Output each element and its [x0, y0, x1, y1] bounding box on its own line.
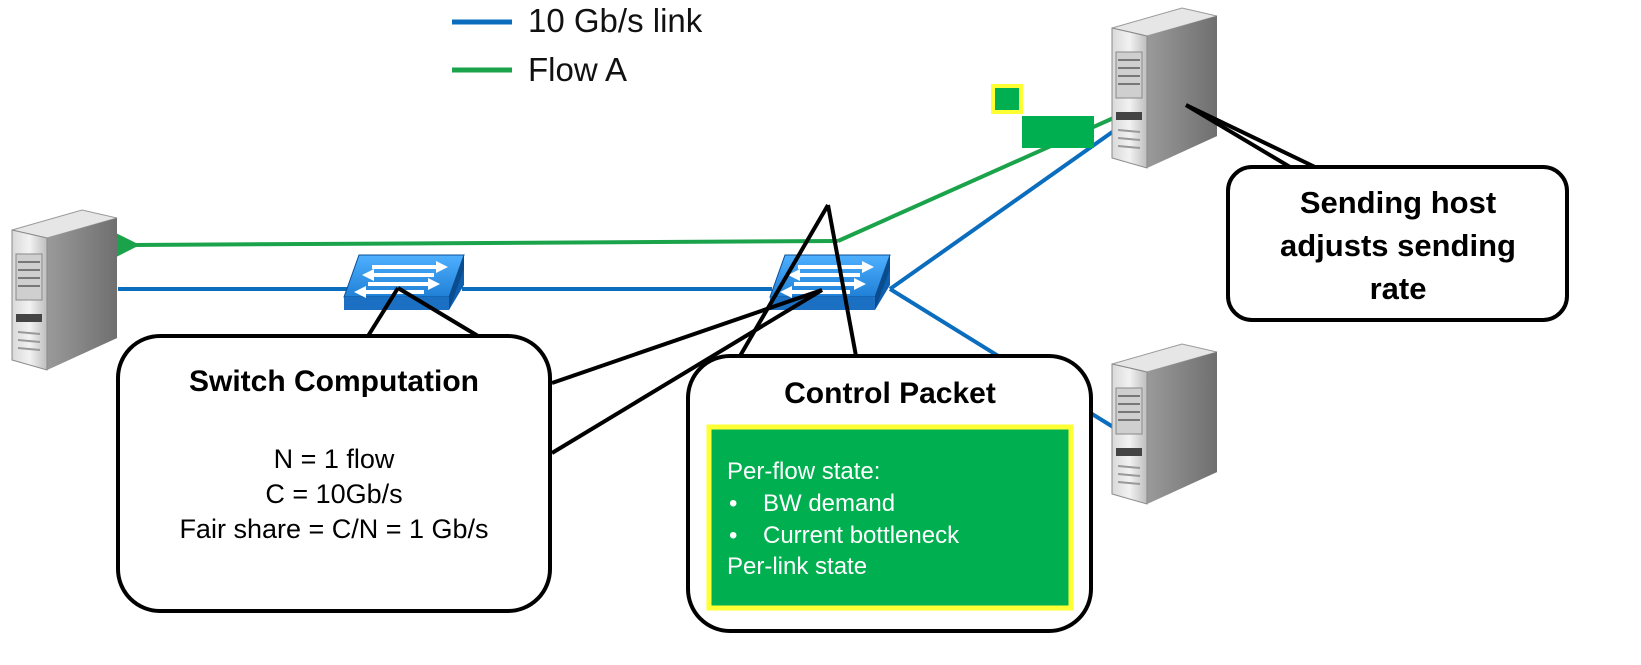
- packet-heading: Per-flow state:: [727, 458, 880, 485]
- legend-link-label: 10 Gb/s link: [528, 2, 703, 39]
- packet-bullet-1-symbol: •: [729, 490, 737, 517]
- sending-host-server-icon: [1111, 7, 1218, 169]
- packet-bullet-2: Current bottleneck: [763, 522, 960, 549]
- switch-computation-line-1: N = 1 flow: [274, 444, 395, 474]
- bottom-host-server-icon: [1111, 343, 1218, 505]
- sending-host-line-3: rate: [1370, 271, 1427, 306]
- switch-computation-callout: Switch Computation N = 1 flow C = 10Gb/s…: [116, 286, 824, 613]
- flow-a-path: [91, 114, 1119, 270]
- packet-bullet-2-symbol: •: [729, 522, 737, 549]
- switch-1-icon: [342, 253, 466, 312]
- control-packet-contents-box: [706, 424, 1074, 611]
- data-packet-icon: [1022, 116, 1094, 148]
- control-packet-icon: [991, 84, 1023, 114]
- control-packet-callout: Control Packet Per-flow state: • BW dema…: [686, 203, 1093, 633]
- switch-computation-title: Switch Computation: [189, 365, 479, 398]
- legend-flow-label: Flow A: [528, 51, 627, 88]
- flow-a-segment-to-receiver: [91, 221, 839, 270]
- switch-computation-line-3: Fair share = C/N = 1 Gb/s: [179, 514, 488, 544]
- sending-host-line-2: adjusts sending: [1280, 228, 1516, 263]
- link-switch-2-to-sending-host: [888, 126, 1120, 291]
- switch-computation-line-2: C = 10Gb/s: [265, 479, 402, 509]
- control-packet-title: Control Packet: [784, 377, 996, 410]
- sending-host-callout: Sending host adjusts sending rate: [1184, 103, 1569, 322]
- receiving-host-server-icon: [11, 209, 118, 371]
- packet-bullet-1: BW demand: [763, 490, 895, 517]
- legend: 10 Gb/s link Flow A: [452, 2, 703, 88]
- packet-footer: Per-link state: [727, 553, 867, 580]
- sending-host-line-1: Sending host: [1300, 185, 1496, 220]
